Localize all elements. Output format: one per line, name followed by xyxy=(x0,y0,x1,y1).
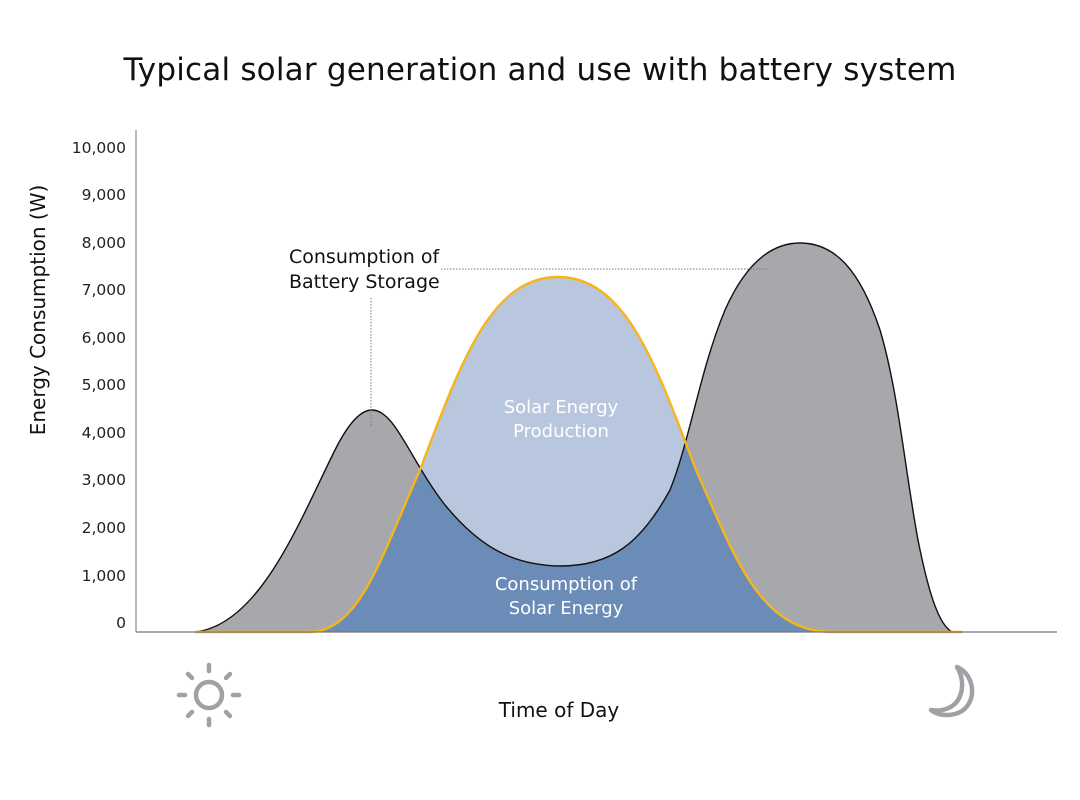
chart-title: Typical solar generation and use with ba… xyxy=(123,52,957,88)
label-line: Production xyxy=(513,421,609,442)
solar-consumption-label: Consumption of Solar Energy xyxy=(495,573,637,621)
y-tick: 9,000 xyxy=(81,186,126,204)
battery-storage-annotation: Consumption of Battery Storage xyxy=(289,245,440,295)
y-tick: 3,000 xyxy=(81,471,126,489)
y-tick: 8,000 xyxy=(81,234,126,252)
consumption-line xyxy=(194,242,953,633)
moon-icon xyxy=(928,664,975,718)
y-tick: 6,000 xyxy=(81,329,126,347)
label-line: Solar Energy xyxy=(503,397,619,418)
solar-production-label: Solar Energy Production xyxy=(504,396,619,444)
y-tick: 1,000 xyxy=(81,567,126,585)
y-tick: 2,000 xyxy=(81,519,126,537)
annotation-line: Consumption of xyxy=(289,246,440,268)
y-tick: 4,000 xyxy=(81,424,126,442)
solar-production-line xyxy=(195,275,962,634)
y-tick: 5,000 xyxy=(81,376,126,394)
sun-icon xyxy=(176,662,242,728)
y-tick: 0 xyxy=(116,614,126,632)
y-tick: 7,000 xyxy=(81,281,126,299)
label-line: Consumption of xyxy=(494,574,638,595)
x-axis-label: Time of Day xyxy=(498,698,620,722)
y-tick: 10,000 xyxy=(71,139,126,157)
annotation-line: Battery Storage xyxy=(289,271,440,293)
label-line: Solar Energy xyxy=(508,598,624,619)
